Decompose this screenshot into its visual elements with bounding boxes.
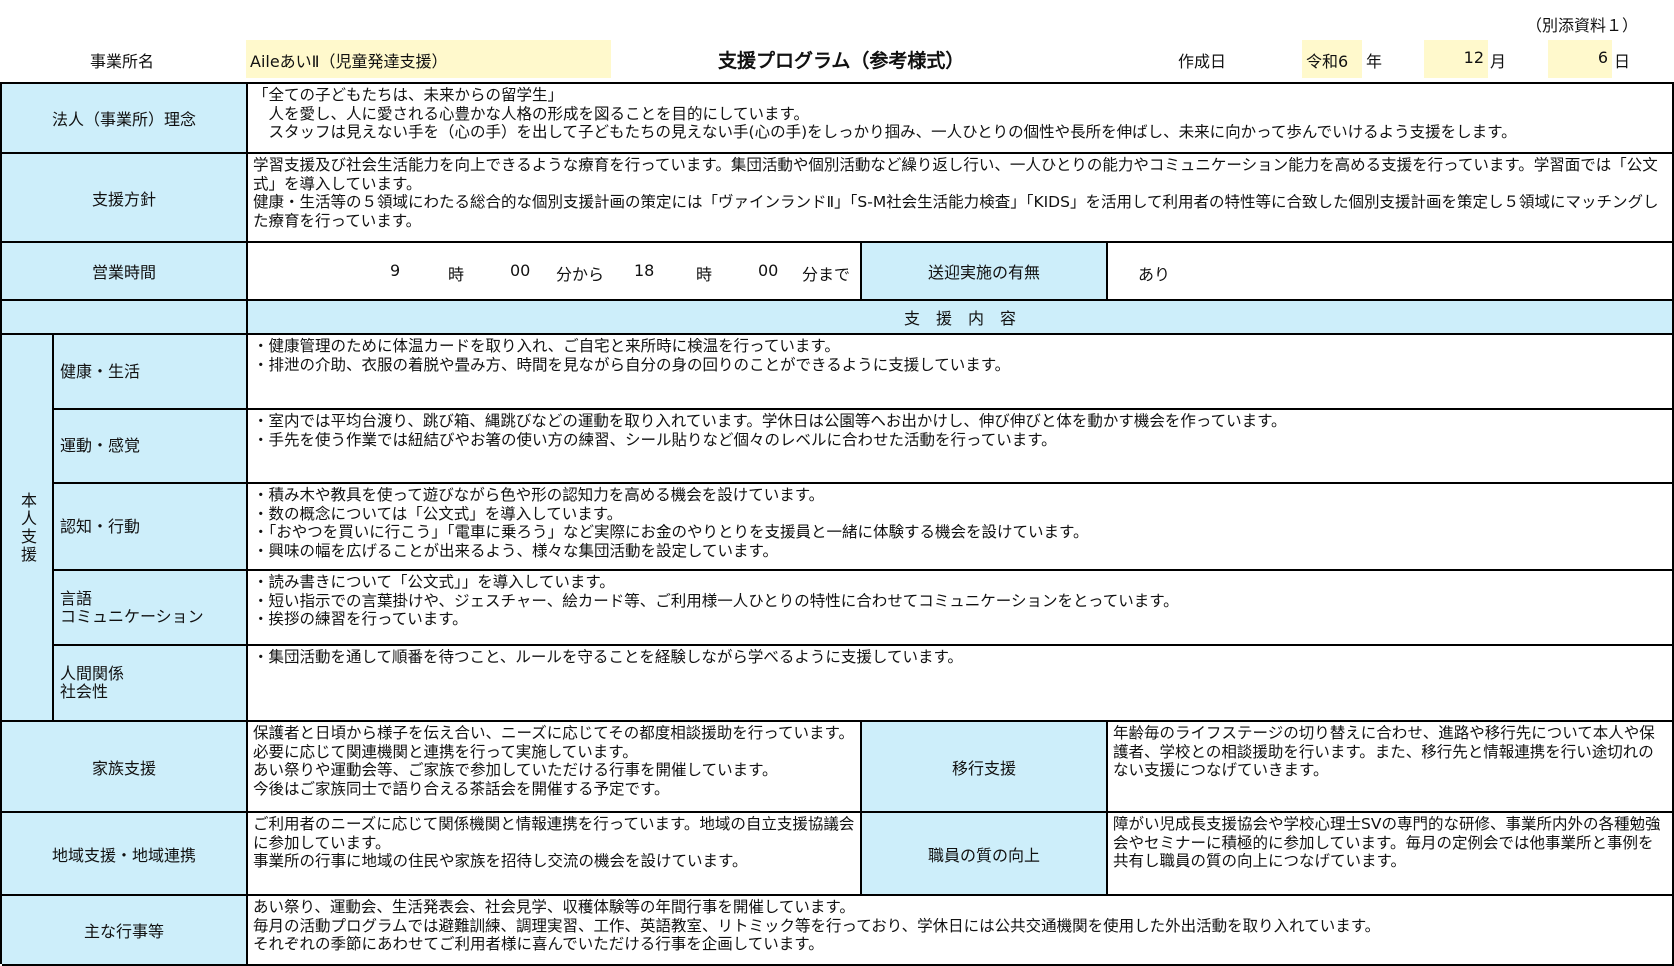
transport-label: 送迎実施の有無 bbox=[862, 243, 1108, 301]
month-value: 12 bbox=[1463, 48, 1484, 67]
hour-unit-1: 時 bbox=[448, 265, 465, 284]
page-title: 支援プログラム（参考様式） bbox=[718, 50, 965, 72]
support-header-blank bbox=[2, 301, 248, 335]
month-unit: 月 bbox=[1490, 52, 1507, 71]
domain-motor-label: 運動・感覚 bbox=[54, 410, 248, 484]
transition-support-label: 移行支援 bbox=[862, 722, 1108, 813]
policy-text[interactable]: 学習支援及び社会生活能力を向上できるような療育を行っています。集団活動や個別活動… bbox=[248, 154, 1674, 243]
day-field[interactable]: 6 bbox=[1548, 40, 1612, 78]
staff-quality-text[interactable]: 障がい児成長支援協会や学校心理士SVの専門的な研修、事業所内外の各種勉強会やセミ… bbox=[1108, 813, 1674, 896]
date-label: 作成日 bbox=[1178, 52, 1227, 71]
staff-quality-label: 職員の質の向上 bbox=[862, 813, 1108, 896]
domain-language-label: 言語 コミュニケーション bbox=[54, 571, 248, 646]
transition-support-text[interactable]: 年齢毎のライフステージの切り替えに合わせ、進路や移行先について本人や保護者、学校… bbox=[1108, 722, 1674, 813]
domain-language-text[interactable]: ・読み書きについて「公文式」」を導入しています。 ・短い指示での言葉掛けや、ジェ… bbox=[248, 571, 1674, 646]
domain-social-text[interactable]: ・集団活動を通して順番を待つこと、ルールを守ることを経験しながら学べるように支援… bbox=[248, 646, 1674, 722]
hour-unit-2: 時 bbox=[696, 265, 713, 284]
hours-label: 営業時間 bbox=[2, 243, 248, 301]
domain-cognition-text[interactable]: ・積み木や教具を使って遊びながら色や形の認知力を高める機会を設けています。 ・数… bbox=[248, 484, 1674, 571]
from-label: 分から bbox=[556, 265, 605, 284]
self-support-label: 本人支援 bbox=[2, 335, 54, 722]
office-label: 事業所名 bbox=[90, 52, 155, 71]
support-header: 支 援 内 容 bbox=[248, 301, 1674, 335]
day-value: 6 bbox=[1597, 48, 1608, 67]
end-minute: 00 bbox=[758, 261, 779, 280]
events-text[interactable]: あい祭り、運動会、生活発表会、社会見学、収穫体験等の年間行事を開催しています。 … bbox=[248, 896, 1674, 966]
attachment-note: （別添資料１） bbox=[1526, 16, 1639, 35]
year-unit: 年 bbox=[1366, 52, 1383, 71]
hours-value[interactable]: 9 時 00 分から 18 時 00 分まで bbox=[248, 243, 862, 301]
office-name-field[interactable]: AileあいⅡ（児童発達支援） bbox=[246, 40, 611, 78]
community-support-text[interactable]: ご利用者のニーズに応じて関係機関と情報連携を行っています。地域の自立支援協議会に… bbox=[248, 813, 862, 896]
philosophy-text[interactable]: 「全ての子どもたちは、未来からの留学生」 人を愛し、人に愛される心豊かな人格の形… bbox=[248, 84, 1674, 154]
philosophy-label: 法人（事業所）理念 bbox=[2, 84, 248, 154]
day-unit: 日 bbox=[1614, 52, 1631, 71]
domain-motor-text[interactable]: ・室内では平均台渡り、跳び箱、縄跳びなどの運動を取り入れています。学休日は公園等… bbox=[248, 410, 1674, 484]
domain-health-text[interactable]: ・健康管理のために体温カードを取り入れ、ご自宅と来所時に検温を行っています。 ・… bbox=[248, 335, 1674, 410]
domain-social-label: 人間関係 社会性 bbox=[54, 646, 248, 722]
family-support-label: 家族支援 bbox=[2, 722, 248, 813]
family-support-text[interactable]: 保護者と日頃から様子を伝え合い、ニーズに応じてその都度相談援助を行っています。必… bbox=[248, 722, 862, 813]
transport-value[interactable]: あり bbox=[1108, 243, 1674, 301]
start-hour: 9 bbox=[390, 261, 401, 280]
office-name: AileあいⅡ（児童発達支援） bbox=[250, 52, 448, 71]
community-support-label: 地域支援・地域連携 bbox=[2, 813, 248, 896]
program-table: 法人（事業所）理念 「全ての子どもたちは、未来からの留学生」 人を愛し、人に愛さ… bbox=[0, 82, 1674, 966]
start-minute: 00 bbox=[510, 261, 531, 280]
domain-health-label: 健康・生活 bbox=[54, 335, 248, 410]
policy-label: 支援方針 bbox=[2, 154, 248, 243]
domain-cognition-label: 認知・行動 bbox=[54, 484, 248, 571]
era-year-value: 令和6 bbox=[1306, 52, 1349, 71]
events-label: 主な行事等 bbox=[2, 896, 248, 966]
until-label: 分まで bbox=[802, 265, 851, 284]
era-year-field[interactable]: 令和6 bbox=[1302, 40, 1362, 78]
month-field[interactable]: 12 bbox=[1424, 40, 1488, 78]
end-hour: 18 bbox=[634, 261, 655, 280]
